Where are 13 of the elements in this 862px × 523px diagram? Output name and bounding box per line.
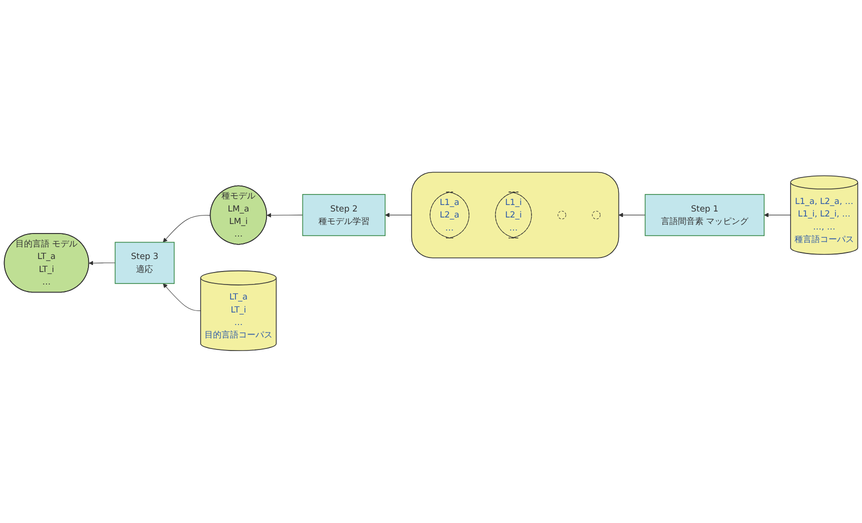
arrow <box>764 212 791 218</box>
node-box: Step 2 種モデル学習 <box>302 194 386 236</box>
arrow <box>618 212 646 218</box>
arrow <box>88 260 116 266</box>
arrow <box>162 283 201 312</box>
node-circle <box>592 210 600 220</box>
node-box: Step 1 言語間音素 マッピング <box>644 194 765 236</box>
node-circle <box>558 210 566 220</box>
cluster <box>411 172 620 258</box>
node-box: Step 3 適応 <box>114 242 175 284</box>
arrow <box>266 212 303 218</box>
arrow <box>162 215 211 243</box>
arrow <box>384 212 412 218</box>
